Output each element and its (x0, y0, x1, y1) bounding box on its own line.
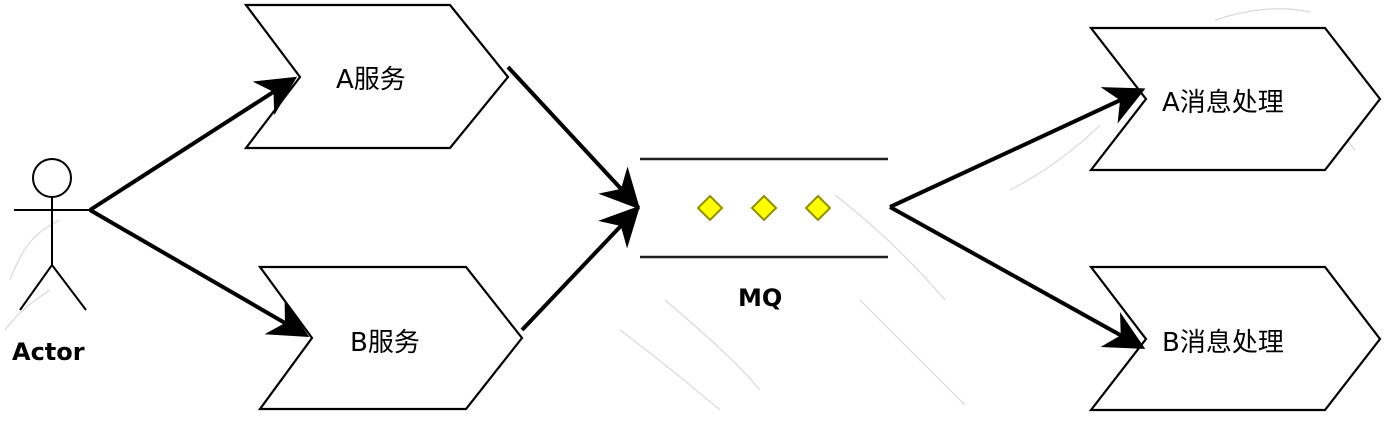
arrow-queue-to-handler-a (889, 87, 1146, 209)
handler-b-label: B消息处理 (1162, 328, 1284, 358)
arrow-actor-to-service-b (88, 208, 310, 338)
handler-a: A消息处理 (1088, 26, 1382, 172)
connectors (88, 65, 1146, 349)
service-b: B服务 (257, 265, 524, 411)
service-a-label: A服务 (336, 65, 406, 95)
actor-label: Actor (12, 338, 85, 366)
handler-b: B消息处理 (1088, 265, 1382, 412)
arrow-queue-to-handler-b (889, 205, 1146, 349)
queue-item-diamond (750, 194, 778, 222)
actor: Actor (12, 158, 90, 366)
service-b-label: B服务 (350, 328, 420, 358)
queue-label: MQ (738, 284, 782, 312)
service-b-chevron (257, 265, 524, 411)
arrow-service-a-to-queue (506, 65, 641, 210)
actor-right-leg (51, 264, 87, 311)
handler-b-chevron (1088, 265, 1382, 412)
arrow-actor-to-service-a (88, 76, 298, 212)
actor-head-icon (32, 158, 72, 198)
message-queue: MQ (640, 157, 888, 312)
handler-a-label: A消息处理 (1162, 88, 1284, 118)
service-a: A服务 (243, 3, 510, 150)
arrow-service-b-to-queue (520, 205, 641, 332)
handler-a-chevron (1088, 26, 1382, 172)
service-a-chevron (243, 3, 510, 150)
queue-item-diamond (804, 194, 832, 222)
queue-item-diamond (696, 194, 724, 222)
actor-left-leg (19, 264, 53, 311)
